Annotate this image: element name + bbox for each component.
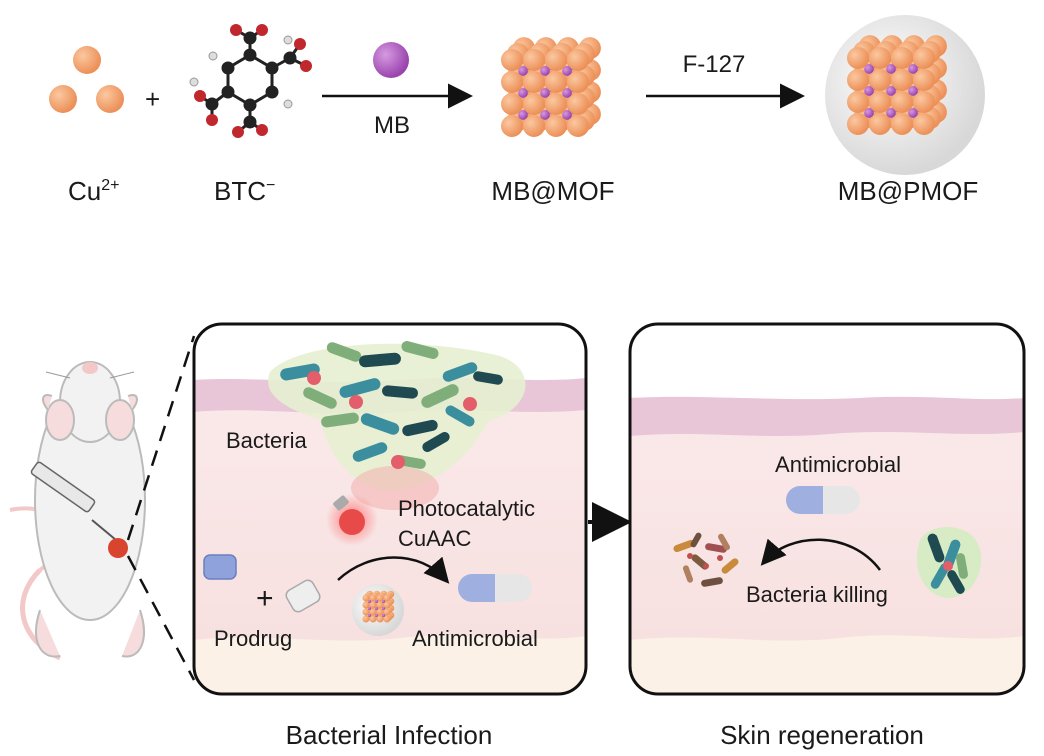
bacteria-label: Bacteria bbox=[226, 428, 307, 453]
wound-bacteria-cluster bbox=[268, 341, 526, 510]
pmof-label: MB@PMOF bbox=[838, 176, 979, 206]
antimicrobial-label: Antimicrobial bbox=[412, 626, 538, 651]
zoom-line-top bbox=[126, 335, 196, 541]
mb-molecule-icon bbox=[373, 42, 409, 78]
bacteria-killing-arrow bbox=[760, 538, 881, 571]
cuaac-reaction-arrow bbox=[337, 556, 450, 584]
prodrug-plus-sign: + bbox=[256, 582, 274, 615]
photocatalytic-label-line2: CuAAC bbox=[398, 526, 471, 551]
pmof-cube-icon bbox=[847, 35, 947, 135]
cu-label: Cu2+ bbox=[68, 176, 120, 206]
light-bulb-icon bbox=[326, 494, 378, 546]
f127-reagent-label: F-127 bbox=[683, 51, 746, 78]
infection-panel bbox=[192, 322, 588, 696]
regen-antimicrobial-pill-icon bbox=[786, 486, 860, 514]
btc-molecule-icon bbox=[189, 24, 312, 138]
synthesis-plus-sign: + bbox=[145, 84, 160, 114]
prodrug-fragment-blue-icon bbox=[203, 554, 237, 580]
regeneration-caption: Skin regeneration bbox=[720, 720, 924, 750]
antimicrobial-pill-icon bbox=[458, 574, 532, 602]
zoom-line-bottom bbox=[126, 555, 196, 681]
bacteria-killing-label: Bacteria killing bbox=[746, 582, 888, 607]
syringe-icon bbox=[30, 461, 128, 558]
mof-cube-icon bbox=[501, 37, 601, 137]
btc-label: BTC− bbox=[214, 176, 275, 206]
regen-antimicrobial-label: Antimicrobial bbox=[775, 452, 901, 477]
prodrug-label: Prodrug bbox=[214, 626, 292, 651]
cu-ions-icon bbox=[49, 46, 124, 113]
mouse-illustration bbox=[9, 361, 146, 661]
photocatalytic-label-line1: Photocatalytic bbox=[398, 496, 535, 521]
live-bacteria-cluster-icon bbox=[916, 526, 982, 598]
dead-bacteria-icon bbox=[673, 532, 739, 587]
mb-reagent-label: MB bbox=[374, 112, 410, 139]
infection-caption: Bacterial Infection bbox=[286, 720, 493, 750]
prodrug-fragment-white-icon bbox=[285, 579, 321, 613]
mof-label: MB@MOF bbox=[491, 176, 614, 206]
catalyst-mini-cube-icon bbox=[362, 590, 395, 623]
